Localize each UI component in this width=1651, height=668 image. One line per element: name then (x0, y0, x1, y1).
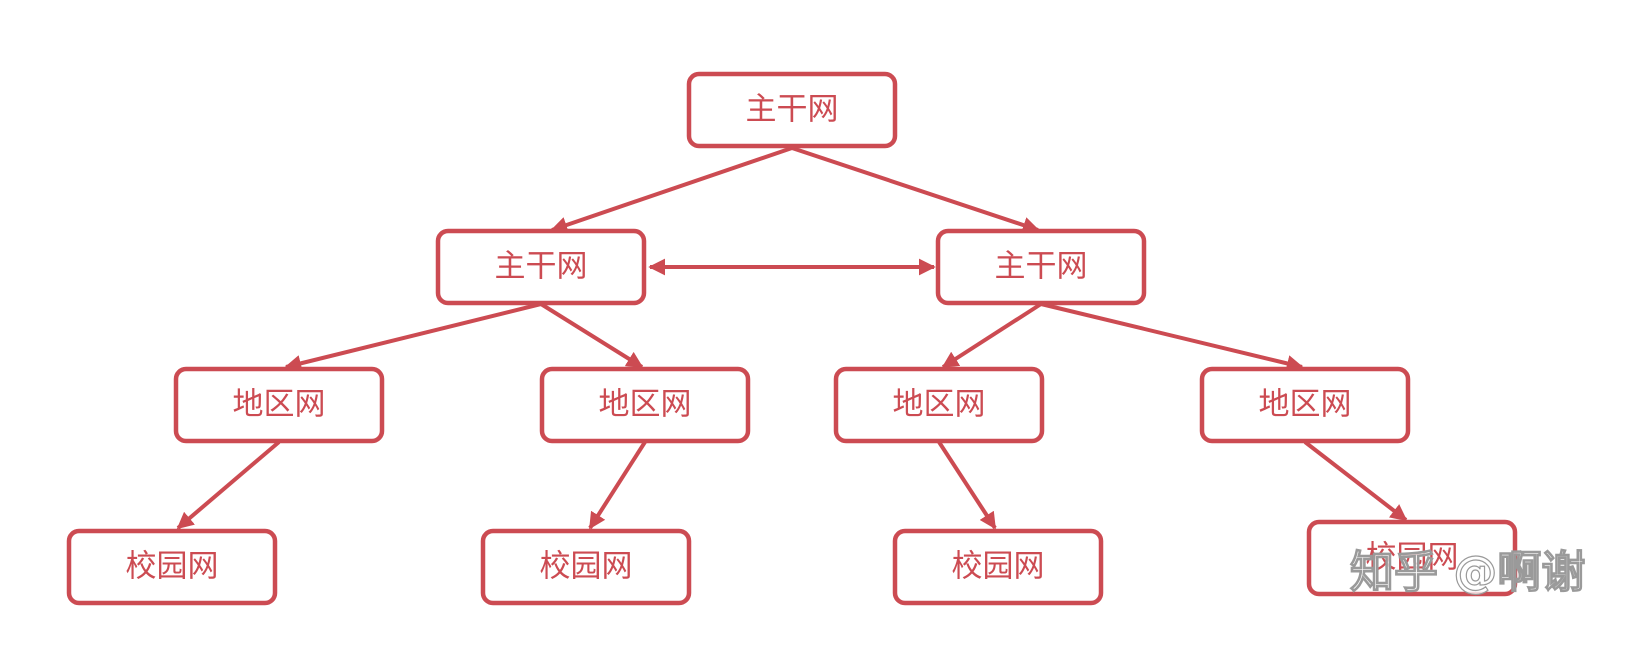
node-label: 地区网 (233, 387, 326, 423)
node-box (833, 366, 1045, 444)
node-label: 主干网 (746, 92, 839, 128)
edge-regional-3-to-campus-3 (937, 440, 997, 530)
node-backbone-top: 主干网 (686, 71, 898, 149)
node-label: 主干网 (995, 249, 1088, 285)
node-label: 校园网 (952, 549, 1045, 585)
node-box (1199, 366, 1411, 444)
node-box (686, 71, 898, 149)
node-label: 校园网 (540, 549, 633, 585)
node-campus-2: 校园网 (480, 528, 692, 606)
node-backbone-right: 主干网 (935, 228, 1147, 306)
node-box (480, 528, 692, 606)
node-box (435, 228, 647, 306)
node-label: 校园网 (126, 549, 219, 585)
node-box (66, 528, 278, 606)
edge-backbone-left-to-regional-2 (539, 302, 644, 369)
edge-backbone-left-to-regional-1 (284, 302, 542, 372)
node-box (892, 528, 1104, 606)
edge-backbone-top-to-backbone-left (550, 146, 793, 234)
node-backbone-left: 主干网 (435, 228, 647, 306)
watermark-text: 知乎 @啊谢 (1350, 547, 1585, 598)
node-box (173, 366, 385, 444)
edge-backbone-right-to-regional-3 (941, 302, 1043, 369)
node-label: 地区网 (893, 387, 986, 423)
node-regional-1: 地区网 (173, 366, 385, 444)
edge-regional-1-to-campus-1 (176, 440, 281, 530)
edges-layer (176, 146, 1408, 530)
node-label: 主干网 (495, 249, 588, 285)
node-regional-4: 地区网 (1199, 366, 1411, 444)
node-box (935, 228, 1147, 306)
nodes-layer: 主干网主干网主干网地区网地区网地区网地区网校园网校园网校园网校园网 (66, 71, 1518, 606)
edge-backbone-top-to-backbone-right (791, 146, 1040, 234)
node-regional-2: 地区网 (539, 366, 751, 444)
node-box (1306, 519, 1518, 597)
node-campus-4: 校园网 (1306, 519, 1518, 597)
edge-regional-2-to-campus-2 (588, 440, 647, 530)
edge-regional-4-to-campus-4 (1303, 440, 1408, 522)
node-campus-3: 校园网 (892, 528, 1104, 606)
edge-backbone-right-to-regional-4 (1040, 302, 1304, 372)
node-label: 校园网 (1366, 540, 1459, 576)
node-label: 地区网 (1259, 387, 1352, 423)
node-box (539, 366, 751, 444)
node-regional-3: 地区网 (833, 366, 1045, 444)
node-label: 地区网 (599, 387, 692, 423)
node-campus-1: 校园网 (66, 528, 278, 606)
